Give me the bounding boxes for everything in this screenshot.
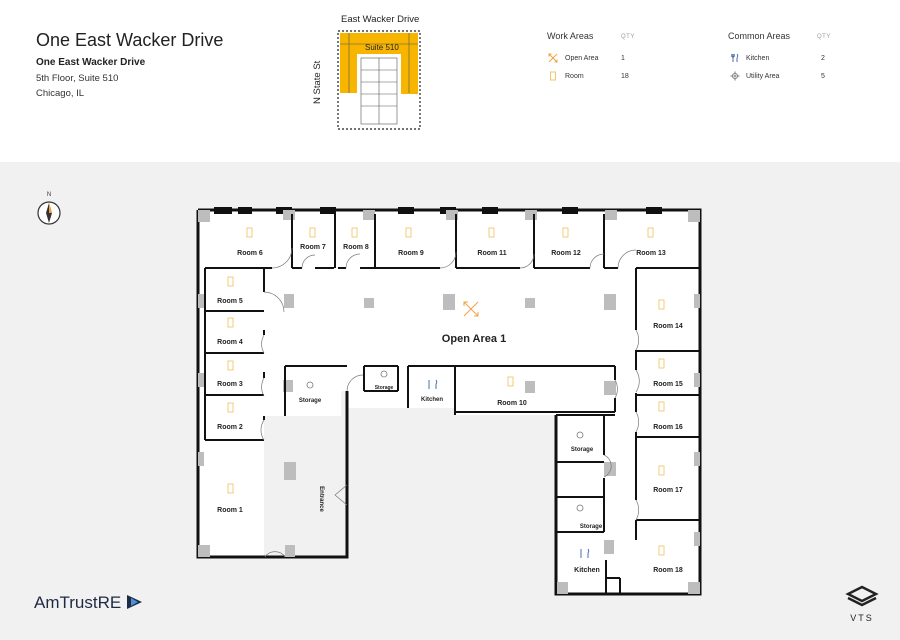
room-5-label: Room 5	[217, 298, 243, 305]
vts-logo-text: VTS	[850, 613, 874, 623]
storage-label-3: Storage	[571, 447, 594, 453]
open-area-marker-icon	[463, 301, 479, 317]
legend-kitchen-label: Kitchen	[746, 55, 770, 62]
key-plan-map: Suite 510	[337, 30, 421, 130]
legend-kitchen-qty: 2	[821, 55, 825, 62]
room-6-label: Room 6	[237, 250, 263, 257]
room-9-label: Room 9	[398, 250, 424, 257]
entrance-label: Entrance	[318, 486, 324, 512]
room-icon	[550, 71, 556, 81]
legend-common-qty-heading: QTY	[817, 34, 831, 40]
room-16-label: Room 16	[653, 424, 683, 431]
key-plan-street-top: East Wacker Drive	[341, 14, 420, 25]
room-8-label: Room 8	[343, 244, 369, 251]
utility-gear-icon	[730, 71, 740, 81]
legend-work-qty-heading: QTY	[621, 34, 635, 40]
compass-north-label: N	[47, 192, 51, 198]
room-11-label: Room 11	[477, 250, 506, 257]
legend-room-label: Room	[565, 73, 584, 80]
room-17-label: Room 17	[653, 487, 683, 494]
amtrust-arrow-icon	[126, 595, 142, 609]
legend-room-qty: 18	[621, 73, 629, 80]
room-10-label: Room 10	[497, 400, 527, 407]
building-name: One East Wacker Drive	[36, 57, 146, 68]
room-4-label: Room 4	[217, 339, 243, 346]
amtrust-logo-text: AmTrustRE	[34, 593, 122, 612]
open-area-icon	[548, 53, 558, 63]
vts-logo: VTS	[845, 585, 879, 623]
page-title: One East Wacker Drive	[36, 30, 224, 50]
room-18-label: Room 18	[653, 567, 683, 574]
storage-label-2: Storage	[375, 385, 394, 391]
room-3-label: Room 3	[217, 381, 243, 388]
kitchen-label-2: Kitchen	[574, 567, 600, 574]
key-plan-suite-label: Suite 510	[365, 43, 399, 52]
legend-utility-label: Utility Area	[746, 73, 780, 80]
storage-label-4: Storage	[580, 524, 603, 530]
kitchen-icon	[731, 53, 739, 62]
room-15-label: Room 15	[653, 381, 683, 388]
address-line-2: Chicago, IL	[36, 88, 85, 99]
legend-utility-qty: 5	[821, 73, 825, 80]
storage-label-1: Storage	[299, 398, 322, 404]
room-2-label: Room 2	[217, 424, 243, 431]
room-1-label: Room 1	[217, 507, 243, 514]
amtrust-logo: AmTrustRE	[34, 593, 144, 613]
open-area-label: Open Area 1	[442, 333, 506, 345]
legend-common-areas-heading: Common Areas	[728, 31, 791, 41]
room-7-label: Room 7	[300, 244, 326, 251]
header: One East Wacker Drive One East Wacker Dr…	[0, 0, 900, 162]
kitchen-label-1: Kitchen	[421, 397, 443, 403]
room-12-label: Room 12	[551, 250, 581, 257]
compass-icon: N	[37, 192, 61, 225]
room-14-label: Room 14	[653, 323, 683, 330]
room-13-label: Room 13	[636, 250, 666, 257]
legend-open-area-qty: 1	[621, 55, 625, 62]
legend-work-areas-heading: Work Areas	[547, 31, 594, 41]
address-line-1: 5th Floor, Suite 510	[36, 73, 119, 84]
legend-open-area-label: Open Area	[565, 55, 599, 62]
